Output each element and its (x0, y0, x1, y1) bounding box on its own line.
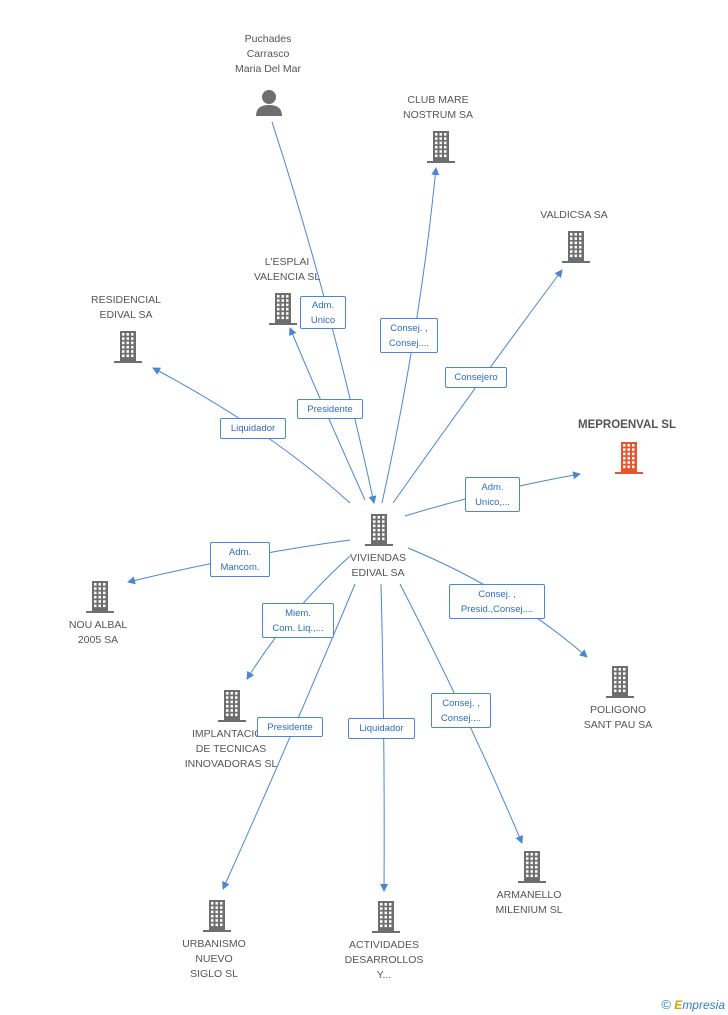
node-esplai[interactable]: L'ESPLAI VALENCIA SL (227, 255, 347, 285)
building-icon[interactable] (268, 292, 298, 326)
node-label: ARMANELLO MILENIUM SL (495, 889, 563, 916)
node-label: MEPROENVAL SL (578, 419, 676, 431)
edge-label-liquidador-actividades[interactable]: Liquidador (348, 718, 415, 739)
building-icon[interactable] (371, 900, 401, 934)
node-label: CLUB MARE NOSTRUM SA (402, 94, 473, 121)
edge-label-consej-armanello[interactable]: Consej. , Consej.... (431, 693, 491, 728)
building-icon[interactable] (217, 689, 247, 723)
edge-label-presidente-top[interactable]: Presidente (297, 399, 363, 419)
building-icon[interactable] (113, 330, 143, 364)
building-icon[interactable] (561, 230, 591, 264)
edge-label-miem-implantacion[interactable]: Miem. Com. Liq.,... (262, 603, 334, 638)
node-urbanismo[interactable]: URBANISMO NUEVO SIGLO SL (154, 937, 274, 982)
node-label: POLIGONO SANT PAU SA (583, 704, 653, 731)
edge-label-liquidador-residencial[interactable]: Liquidador (220, 418, 286, 439)
node-armanello[interactable]: ARMANELLO MILENIUM SL (469, 888, 589, 918)
edge-label-consejero-valdicsa[interactable]: Consejero (445, 367, 507, 388)
node-actividades[interactable]: ACTIVIDADES DESARROLLOS Y... (324, 938, 444, 983)
person-icon[interactable] (254, 88, 284, 118)
brand-name: mpresia (682, 998, 725, 1012)
edge-label-consej-club[interactable]: Consej. , Consej.... (380, 318, 438, 353)
building-icon[interactable] (426, 130, 456, 164)
edge-label-presidente-urbanismo[interactable]: Presidente (257, 717, 323, 737)
node-label: VALDICSA SA (540, 209, 608, 221)
building-icon[interactable] (202, 899, 232, 933)
node-label: VIVIENDAS EDIVAL SA (349, 552, 407, 579)
node-meproenval[interactable]: MEPROENVAL SL (557, 418, 697, 433)
node-label: IMPLANTACION DE TECNICAS INNOVADORAS SL (184, 728, 278, 770)
edge-label-adm-unico-esplai[interactable]: Adm. Unico (300, 296, 346, 329)
building-icon[interactable] (364, 513, 394, 547)
node-poligono[interactable]: POLIGONO SANT PAU SA (558, 703, 678, 733)
node-residencial[interactable]: RESIDENCIAL EDIVAL SA (66, 293, 186, 323)
building-icon[interactable] (517, 850, 547, 884)
edge-label-consej-presid-poligono[interactable]: Consej. , Presid.,Consej.... (449, 584, 545, 619)
node-label: NOU ALBAL 2005 SA (68, 619, 128, 646)
building-icon[interactable] (605, 665, 635, 699)
brand-initial: E (674, 998, 683, 1012)
node-puchades[interactable]: Puchades Carrasco Maria Del Mar (208, 32, 328, 77)
node-club-mare[interactable]: CLUB MARE NOSTRUM SA (378, 93, 498, 123)
node-valdicsa[interactable]: VALDICSA SA (514, 208, 634, 223)
copyright-symbol: © (661, 997, 671, 1012)
node-nou-albal[interactable]: NOU ALBAL 2005 SA (38, 618, 158, 648)
building-icon[interactable] (614, 441, 644, 475)
node-label: URBANISMO NUEVO SIGLO SL (182, 938, 246, 980)
edge-label-adm-unico-meproenval[interactable]: Adm. Unico,... (465, 477, 520, 512)
node-label: L'ESPLAI VALENCIA SL (253, 256, 321, 283)
edge-label-adm-mancom-noualbal[interactable]: Adm. Mancom. (210, 542, 270, 577)
node-implantacion[interactable]: IMPLANTACION DE TECNICAS INNOVADORAS SL (166, 727, 296, 772)
empresia-watermark: © Empresia (661, 997, 725, 1012)
edge-viviendas-urbanismo (222, 583, 356, 890)
building-icon[interactable] (85, 580, 115, 614)
node-label: RESIDENCIAL EDIVAL SA (90, 294, 162, 321)
node-viviendas[interactable]: VIVIENDAS EDIVAL SA (318, 551, 438, 581)
node-label: ACTIVIDADES DESARROLLOS Y... (344, 939, 424, 981)
node-label: Puchades Carrasco Maria Del Mar (235, 33, 301, 75)
